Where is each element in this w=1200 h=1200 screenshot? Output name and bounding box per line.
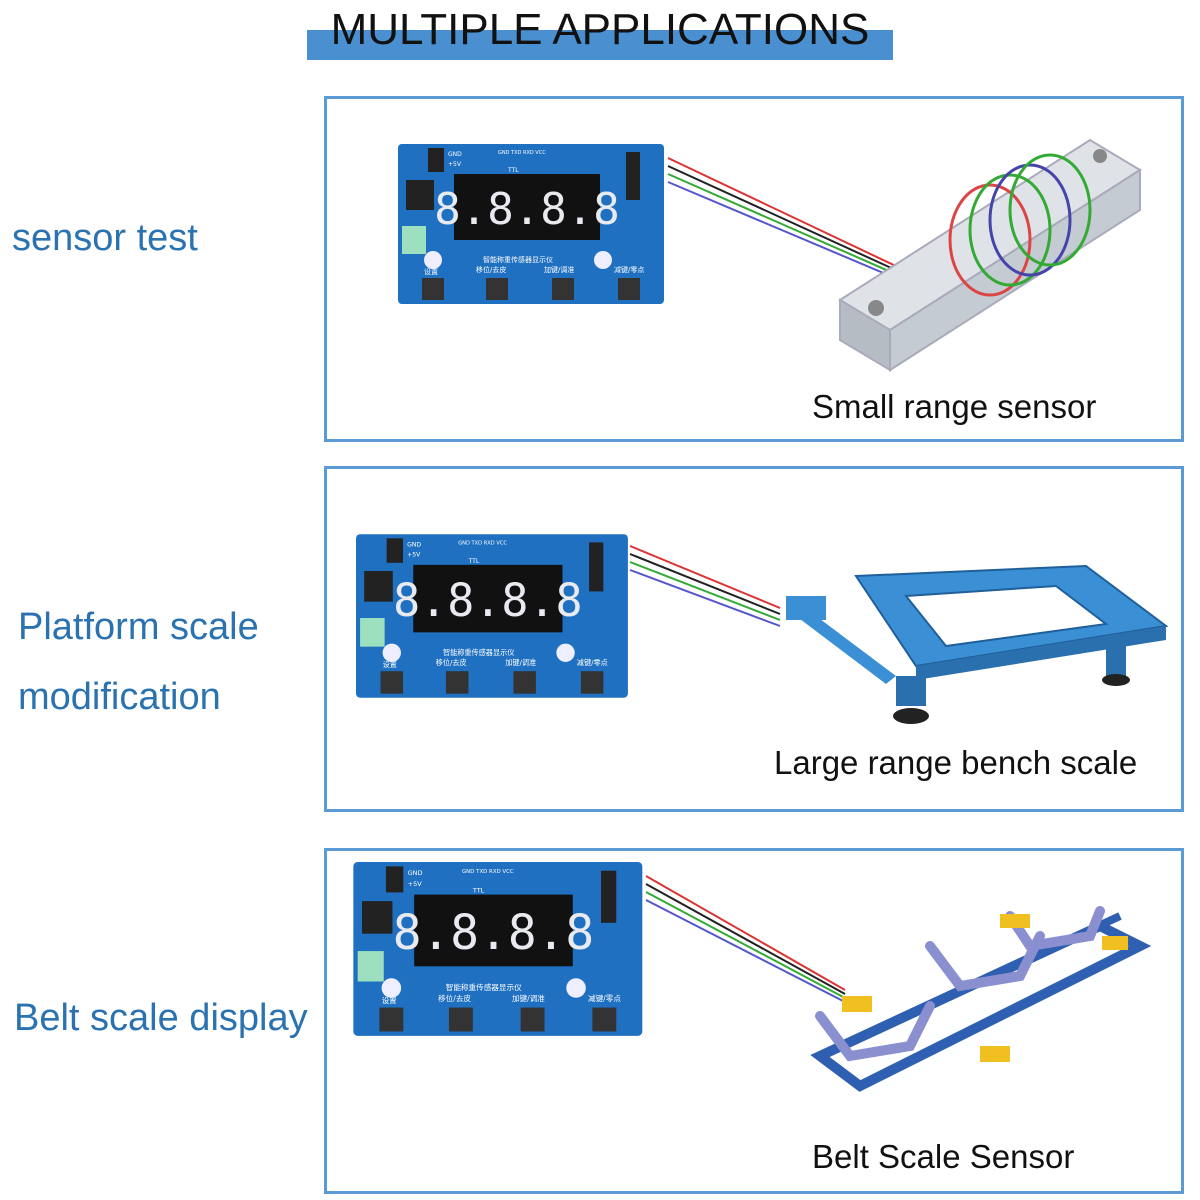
svg-text:减键/零点: 减键/零点 [577,658,608,667]
row-label-belt-scale: Belt scale display [14,997,308,1039]
svg-text:8.8.8.8: 8.8.8.8 [393,574,583,627]
caption-large-range-bench-scale: Large range bench scale [774,744,1138,781]
title-highlight-bar [307,30,893,60]
display-board: 8.8.8.8 GND +5V GND TXD RXD VCC TTL 智能称重… [356,534,628,698]
svg-text:减键/零点: 减键/零点 [614,265,644,274]
svg-text:GND TXD RXD VCC: GND TXD RXD VCC [458,540,507,546]
svg-text:8.8.8.8: 8.8.8.8 [434,184,619,235]
svg-text:TTL: TTL [467,558,479,565]
row-label-sensor-test: sensor test [12,217,198,259]
svg-text:设置: 设置 [382,995,398,1005]
svg-text:8.8.8.8: 8.8.8.8 [393,906,594,961]
svg-text:设置: 设置 [383,660,397,669]
svg-text:GND: GND [408,869,423,877]
page-title: MULTIPLE APPLICATIONS [330,5,870,54]
load-cell-icon [838,138,1142,372]
svg-text:+5V: +5V [407,552,421,559]
svg-text:移位/去皮: 移位/去皮 [476,265,506,274]
svg-text:移位/去皮: 移位/去皮 [438,993,471,1003]
caption-belt-scale-sensor: Belt Scale Sensor [812,1138,1075,1175]
belt-scale-icon [810,906,1152,1092]
svg-text:智能称重传感器显示仪: 智能称重传感器显示仪 [483,255,553,264]
svg-text:智能称重传感器显示仪: 智能称重传感器显示仪 [446,982,522,992]
svg-text:减键/零点: 减键/零点 [588,993,621,1003]
svg-text:加键/调准: 加键/调准 [512,993,545,1003]
display-board: 8.8.8.8 GND +5V GND TXD RXD VCC TTL 智能称重… [353,862,643,1036]
svg-text:GND: GND [448,151,462,158]
display-board: 8.8.8.8 GND +5V GND TXD RXD VCC TTL 智能称重… [398,144,664,304]
caption-small-range-sensor: Small range sensor [812,388,1097,425]
row-label-platform-scale: Platform scale modification [18,606,259,718]
bench-scale-icon [786,564,1168,724]
svg-text:加键/调准: 加键/调准 [544,265,574,274]
svg-text:GND TXD RXD VCC: GND TXD RXD VCC [498,150,546,156]
svg-text:设置: 设置 [424,267,438,276]
svg-text:+5V: +5V [448,161,462,168]
svg-text:GND: GND [407,541,421,548]
svg-text:加键/调准: 加键/调准 [505,658,536,667]
svg-text:TTL: TTL [507,167,519,174]
svg-text:TTL: TTL [472,886,485,894]
svg-text:移位/去皮: 移位/去皮 [436,658,467,667]
svg-text:GND TXD RXD VCC: GND TXD RXD VCC [462,869,514,875]
svg-text:+5V: +5V [408,880,423,888]
svg-text:智能称重传感器显示仪: 智能称重传感器显示仪 [443,648,514,657]
